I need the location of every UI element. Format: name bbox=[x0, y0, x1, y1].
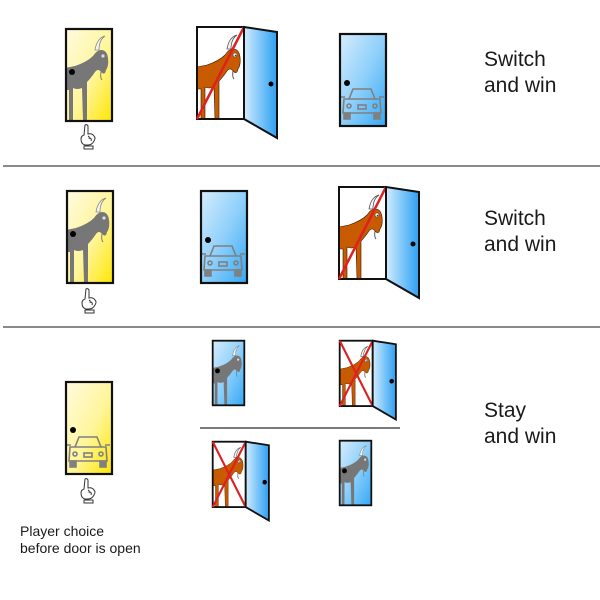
closed-door-car bbox=[199, 189, 249, 285]
strike-line bbox=[195, 26, 246, 120]
chosen-door-car bbox=[64, 380, 114, 476]
sub-scenario-divider bbox=[200, 427, 400, 429]
outcome-line-1: Switch bbox=[484, 207, 546, 230]
outcome-line-1: Stay bbox=[484, 399, 527, 422]
outcome-line-1: Switch bbox=[484, 48, 546, 71]
chosen-door-goat bbox=[65, 189, 115, 285]
outcome-label-row-3: Stay and win bbox=[484, 398, 556, 450]
open-door-goat-crossed bbox=[211, 440, 270, 523]
pointing-hand-icon bbox=[80, 124, 96, 150]
closed-door-goat-small bbox=[211, 339, 246, 407]
outcome-line-2: and win bbox=[484, 233, 557, 256]
player-choice-caption: Player choice before door is open bbox=[20, 523, 141, 557]
closed-door-car bbox=[338, 32, 388, 128]
outcome-label-row-1: Switch and win bbox=[484, 47, 556, 99]
caption-line-2: before door is open bbox=[20, 540, 141, 556]
caption-line-1: Player choice bbox=[20, 523, 105, 539]
outcome-line-2: and win bbox=[484, 425, 557, 448]
open-door-goat-revealed bbox=[337, 185, 420, 300]
outcome-line-2: and win bbox=[484, 74, 557, 97]
row-divider-1 bbox=[3, 165, 600, 167]
strike-line bbox=[337, 186, 388, 280]
pointing-hand-icon bbox=[80, 478, 96, 504]
outcome-label-row-2: Switch and win bbox=[484, 206, 556, 258]
strike-line bbox=[338, 340, 374, 407]
closed-door-goat-small bbox=[338, 439, 373, 507]
pointing-hand-icon bbox=[81, 288, 97, 314]
row-divider-2 bbox=[3, 326, 600, 328]
chosen-door-goat bbox=[64, 27, 114, 123]
strike-line bbox=[211, 441, 247, 508]
open-door-goat-crossed bbox=[338, 339, 397, 422]
open-door-goat-revealed bbox=[195, 25, 278, 140]
